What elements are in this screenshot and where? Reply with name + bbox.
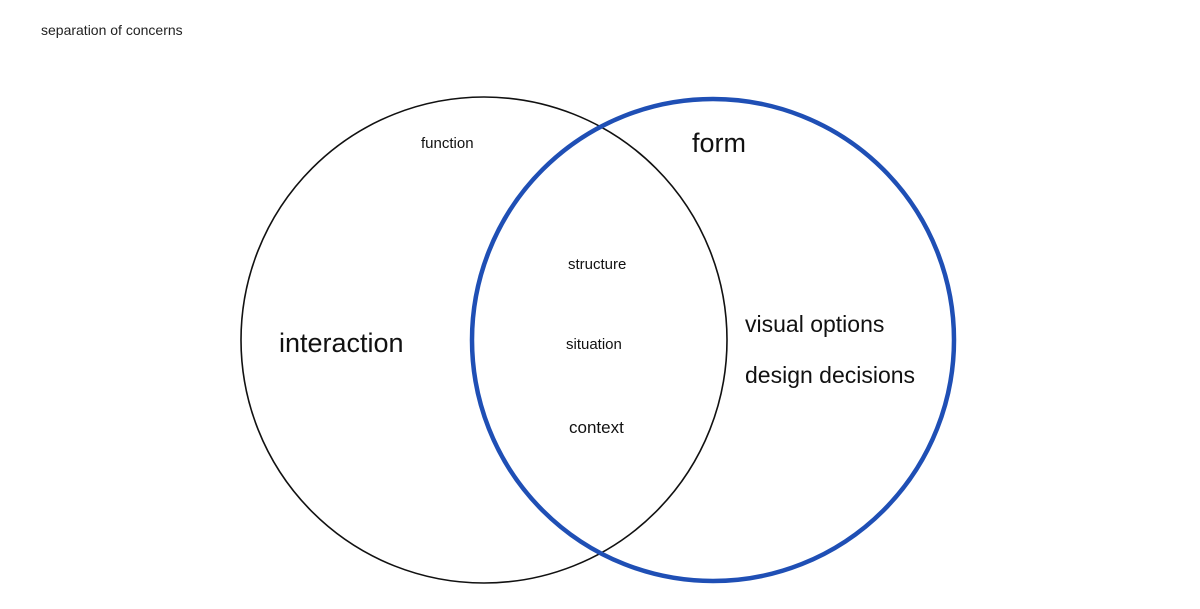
visual-options-label: visual options — [745, 311, 885, 337]
context-label: context — [569, 418, 624, 437]
structure-label: structure — [568, 256, 627, 273]
design-decisions-label: design decisions — [745, 362, 916, 388]
right-circle-form — [469, 96, 957, 584]
situation-label: situation — [566, 336, 622, 353]
form-label: form — [692, 128, 746, 158]
slide-title: separation of concerns — [41, 22, 183, 38]
left-circle-interaction — [240, 96, 728, 584]
function-label: function — [421, 135, 474, 152]
interaction-label: interaction — [279, 328, 404, 358]
